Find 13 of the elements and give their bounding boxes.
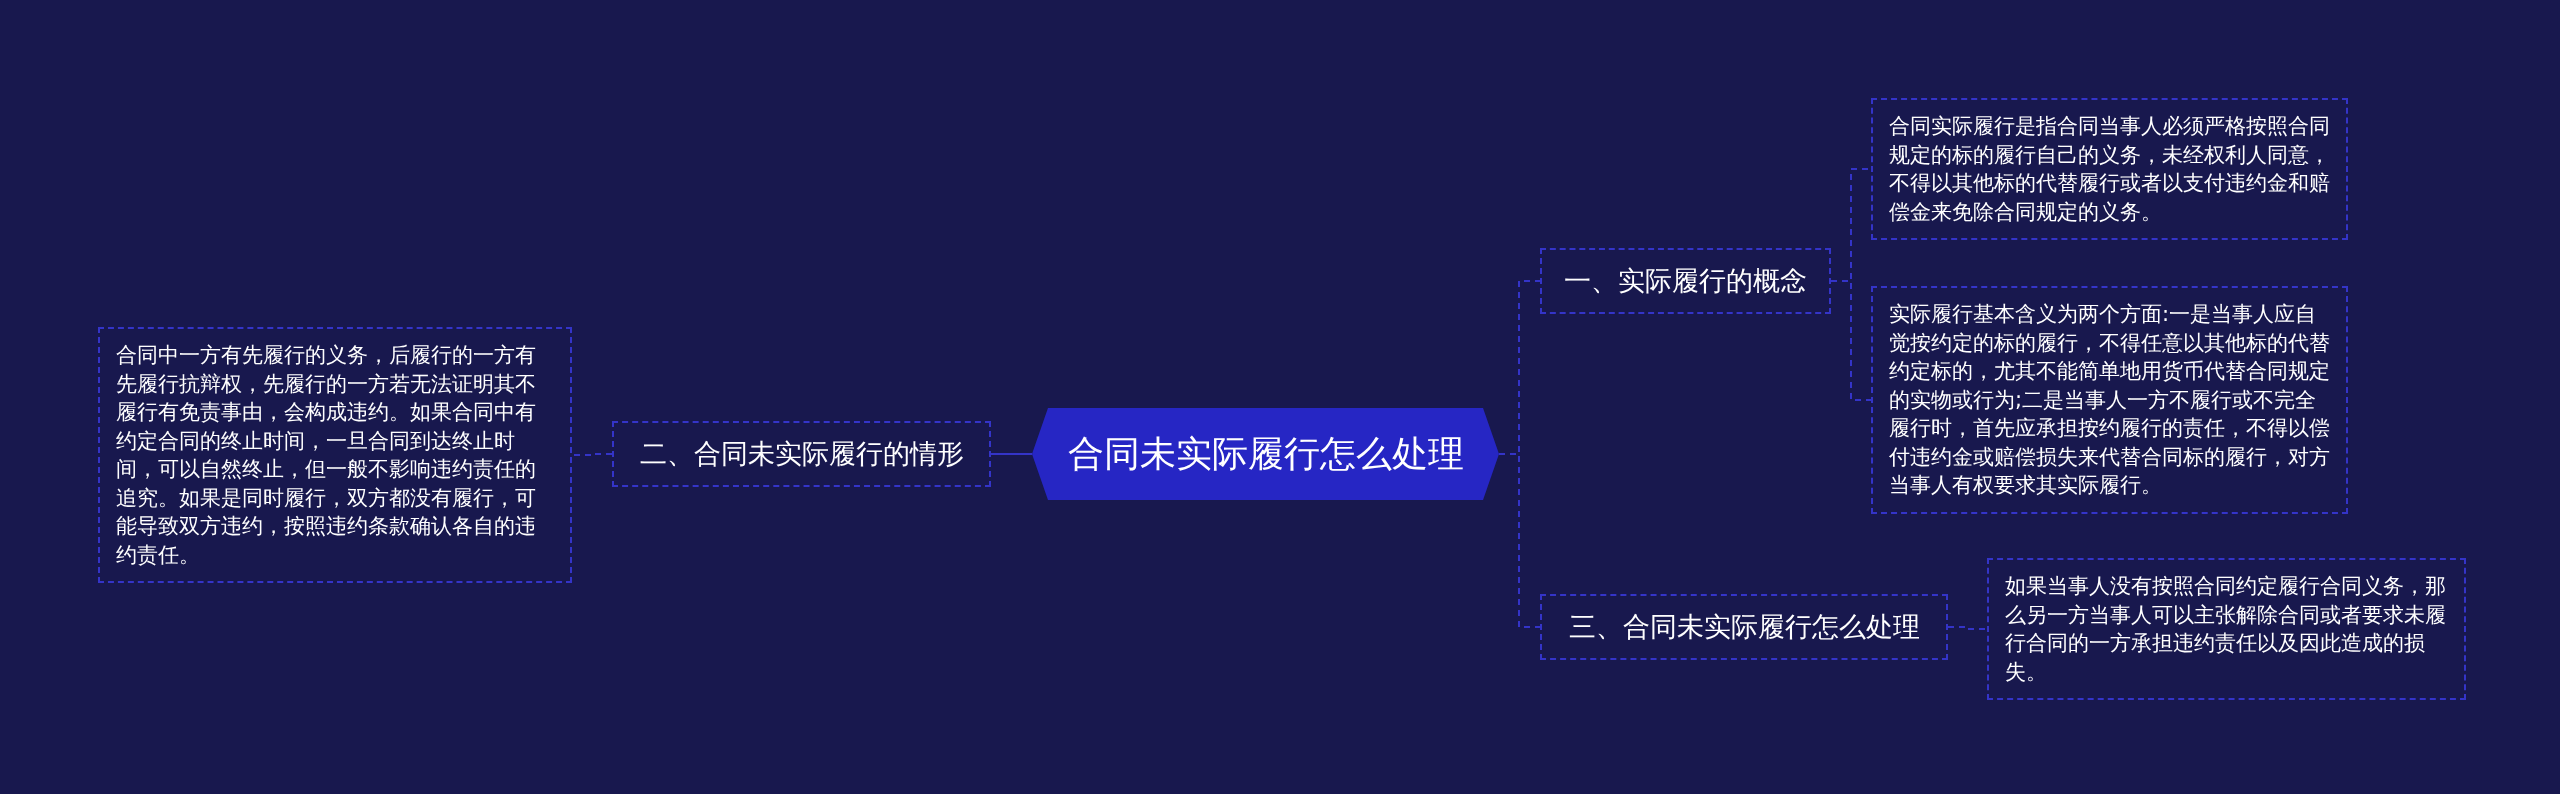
topic-box: 二、合同未实际履行的情形 (612, 421, 991, 487)
connector-line (1830, 280, 1872, 401)
text-box: 合同中一方有先履行的义务，后履行的一方有先履行抗辩权，先履行的一方若无法证明其不履行有免责事由，会构成违约。如果合同中有约定合同的终止时间，一旦合同到达终止时间，可以自然终止，但一般不影响违约责任的追究。如果是同时履行，双方都没有履行，可能导致双方违约，按照违约条款确认各自的违约责任。 (98, 327, 572, 583)
topic-box: 三、合同未实际履行怎么处理 (1540, 594, 1948, 660)
text-box: 合同实际履行是指合同当事人必须严格按照合同规定的标的履行自己的义务，未经权利人同意，不得以其他标的代替履行或者以支付违约金和赔偿金来免除合同规定的义务。 (1871, 98, 2348, 240)
central-topic: 合同未实际履行怎么处理 (1032, 408, 1499, 500)
connector-line (1498, 453, 1541, 628)
connector-line (571, 453, 613, 456)
text-box: 如果当事人没有按照合同约定履行合同义务，那么另一方当事人可以主张解除合同或者要求未履行合同的一方承担违约责任以及因此造成的损失。 (1987, 558, 2466, 700)
connector-line (990, 453, 1033, 455)
text-box: 实际履行基本含义为两个方面:一是当事人应自觉按约定的标的履行，不得任意以其他标的代替约定标的，尤其不能简单地用货币代替合同规定的实物或行为;二是当事人一方不履行或不完全履行时，首先应承担按约履行的责任，不得以偿付违约金或赔偿损失来代替合同标的履行，对方当事人有权要求其实际履行。 (1871, 286, 2348, 514)
topic-box: 一、实际履行的概念 (1540, 248, 1831, 314)
connector-line (1947, 626, 1988, 630)
